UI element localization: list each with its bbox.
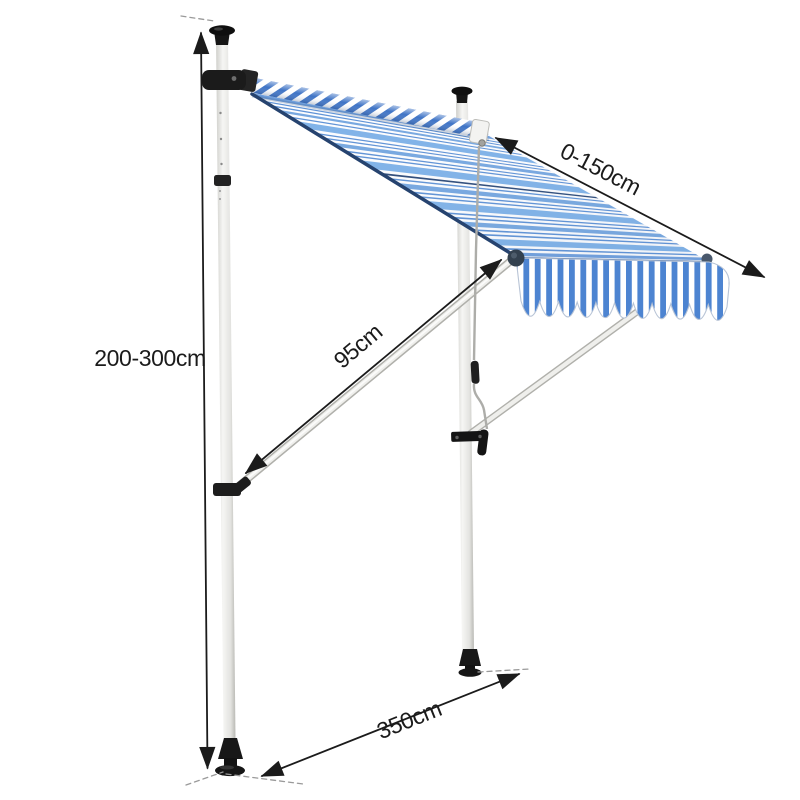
canopy-edge-piping	[250, 92, 517, 258]
leader-bottom-left	[185, 771, 304, 786]
arm-collar	[213, 476, 251, 496]
right-pole-cap	[451, 86, 473, 96]
pole-hole	[219, 190, 221, 192]
height-dimension-label: 200-300cm	[94, 345, 205, 371]
canopy-roller-shadow	[251, 94, 490, 142]
valance-outline	[515, 257, 730, 321]
crank-gear	[478, 139, 486, 147]
right-pole-clamp	[451, 430, 486, 442]
left-pole-cap	[209, 25, 235, 36]
pole-hole	[220, 162, 223, 166]
pole-hole	[219, 198, 221, 200]
left-pole-tube	[216, 37, 236, 739]
width-dimension-label: 350cm	[373, 695, 445, 744]
left-pole	[202, 25, 259, 777]
dimension-width: 350cm	[260, 673, 521, 777]
roller-clamp	[202, 69, 259, 92]
roller-tube	[246, 77, 490, 139]
pole-hole	[219, 137, 223, 141]
leader-bottom-right	[477, 668, 531, 673]
pole-hole	[219, 111, 222, 115]
arm-dimension-label: 95cm	[329, 318, 388, 373]
roller-end-bracket	[468, 118, 490, 147]
leader-top	[180, 15, 215, 22]
left-pole-cap-highlight	[214, 27, 223, 31]
left-pole-foot	[215, 738, 245, 777]
elbow-joint-cap	[507, 249, 525, 267]
crank-grip	[470, 360, 480, 384]
dimension-height: 200-300cm	[94, 31, 216, 770]
telescopic-adjuster	[214, 175, 231, 186]
